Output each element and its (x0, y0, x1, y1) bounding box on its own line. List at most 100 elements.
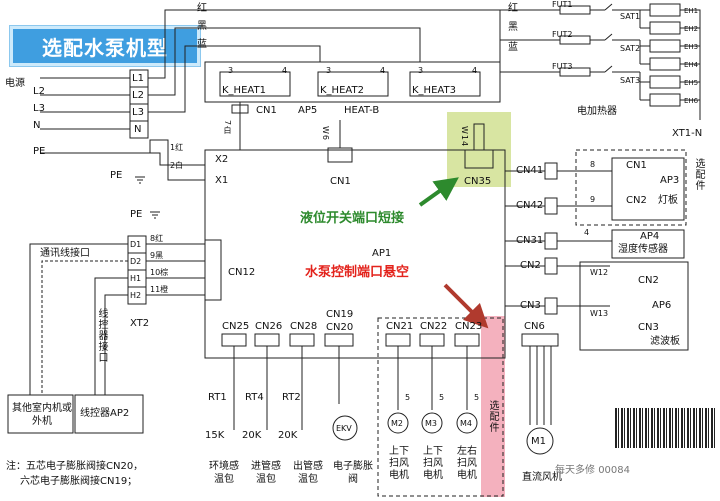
wire-1red: 1红 (170, 143, 184, 152)
ekv-label: 电子膨胀阀 (333, 461, 373, 485)
conn-cn25: CN25 (222, 321, 250, 332)
dc-fan-symbol: M1 (531, 436, 546, 447)
ap3-wire-8: 8 (590, 160, 596, 169)
ekv-symbol: EKV (336, 424, 352, 433)
pump-port-callout: 水泵控制端口悬空 (305, 265, 410, 280)
ap1-cn35: CN35 (464, 176, 492, 187)
comm-pin-d2: D2 (130, 257, 142, 266)
thermostat-sat2: SAT2 (620, 44, 641, 53)
swing-optional-label: 选配件 (487, 400, 498, 433)
swing-motor-m4: M4 (460, 419, 472, 428)
comm-wire-10brown: 10棕 (150, 268, 169, 277)
comm-pin-d1: D1 (130, 240, 142, 249)
sensor-rt1: RT1 (208, 392, 227, 403)
barcode-graphic (615, 408, 715, 448)
conn-cn28: CN28 (290, 321, 318, 332)
swing-m3-label: 上下扫风电机 (423, 446, 443, 481)
ap1-cn12: CN12 (228, 267, 256, 278)
ap3-cn1: CN1 (626, 160, 647, 171)
comm-pin-h2: H2 (130, 291, 142, 300)
sensor-ambient-label: 环境感温包 (209, 461, 239, 485)
wired-controller-box: 线控器AP2 (80, 408, 130, 419)
relay1-pin4: 4 (282, 66, 288, 75)
sensor-rt2: RT2 (282, 392, 301, 403)
conn-cn6: CN6 (524, 321, 545, 332)
ap1-x1: X1 (215, 175, 229, 186)
note-line-1: 注：五芯电子膨胀阀接CN20， (6, 461, 144, 472)
ap6-cn3: CN3 (638, 322, 659, 333)
ap4-desc: 湿度传感器 (618, 244, 668, 255)
right-cn2: CN2 (520, 260, 541, 271)
thermostat-sat1: SAT1 (620, 12, 641, 21)
heater-eh6: EH6 (684, 97, 699, 105)
comm-wire-8red: 8红 (150, 234, 164, 243)
wire-red-top: 红 (197, 3, 207, 14)
conn-cn19: CN19 (326, 309, 354, 320)
swing-m3-wires: 5 (439, 393, 445, 402)
ap1-label: AP1 (372, 248, 392, 259)
wire-2white: 2白 (170, 161, 184, 170)
ap4-wire-4: 4 (584, 228, 590, 237)
relay-k-heat3: K_HEAT3 (412, 85, 456, 96)
sensor-inlet-label: 进管感温包 (251, 461, 281, 485)
ap5-label: AP5 (298, 105, 318, 116)
wire-w14: W14 (460, 126, 469, 148)
other-unit-box: 其他室内机或外机 (12, 403, 72, 427)
thermostat-sat3: SAT3 (620, 76, 641, 85)
swing-m2-wires: 5 (405, 393, 411, 402)
relay-k-heat2: K_HEAT2 (320, 85, 364, 96)
wire-blue-right: 蓝 (508, 42, 518, 53)
right-optional-label: 选配件 (693, 158, 704, 191)
pe-ground-2: PE (130, 209, 143, 220)
term-l2: L2 (132, 90, 144, 101)
relay2-pin3: 3 (326, 66, 332, 75)
optional-swing-highlight (481, 316, 505, 497)
model-banner: 选配水泵机型 (10, 26, 200, 66)
wire-w6: W6 (321, 126, 330, 141)
ap4-label: AP4 (640, 231, 660, 242)
term-l1: L1 (132, 73, 144, 84)
swing-motor-m2: M2 (391, 419, 403, 428)
comm-pin-h1: H1 (130, 274, 142, 283)
sensor-outlet-label: 出管感温包 (293, 461, 323, 485)
conn-cn26: CN26 (255, 321, 283, 332)
ap6-w12: W12 (590, 268, 609, 277)
ap3-wire-9: 9 (590, 195, 596, 204)
line-n-label: N (33, 120, 41, 131)
heater-eh5: EH5 (684, 79, 699, 87)
xt2-label: XT2 (130, 318, 150, 329)
sensor-rt4: RT4 (245, 392, 264, 403)
wired-controller-port-label: 线控器接口 (96, 308, 107, 363)
line-l2-label: L2 (33, 86, 45, 97)
heater-eh1: EH1 (684, 7, 699, 15)
comm-port-label: 通讯线接口 (40, 248, 90, 259)
heater-eh4: EH4 (684, 61, 699, 69)
relay3-pin4: 4 (472, 66, 478, 75)
relay3-pin3: 3 (418, 66, 424, 75)
wire-black-right: 黑 (508, 22, 518, 33)
heater-eh3: EH3 (684, 43, 699, 51)
ap3-cn2: CN2 (626, 195, 647, 206)
conn-cn20: CN20 (326, 322, 354, 333)
relay2-pin4: 4 (380, 66, 386, 75)
swing-motor-m3: M3 (425, 419, 437, 428)
term-l3: L3 (132, 107, 144, 118)
ap1-cn1: CN1 (330, 176, 351, 187)
note-line-2: 六芯电子膨胀阀接CN19； (20, 476, 138, 487)
watermark-text: 每天多修 00084 (555, 465, 630, 476)
pe-ground-1: PE (110, 170, 123, 181)
swing-m2-label: 上下扫风电机 (389, 446, 409, 481)
wire-red-right: 红 (508, 3, 518, 14)
terminal-xt1-n: XT1-N (672, 128, 703, 139)
ap3-label: AP3 (660, 175, 680, 186)
line-pe-label: PE (33, 146, 46, 157)
wire-w7: 7白 (223, 120, 232, 136)
right-cn42: CN42 (516, 200, 544, 211)
heater-label: 电加热器 (577, 106, 617, 117)
serial-text: 00084 (598, 465, 630, 476)
heater-eh2: EH2 (684, 25, 699, 33)
conn-cn22: CN22 (420, 321, 448, 332)
fuse-fut1: FUT1 (552, 0, 573, 9)
term-n: N (134, 124, 142, 135)
